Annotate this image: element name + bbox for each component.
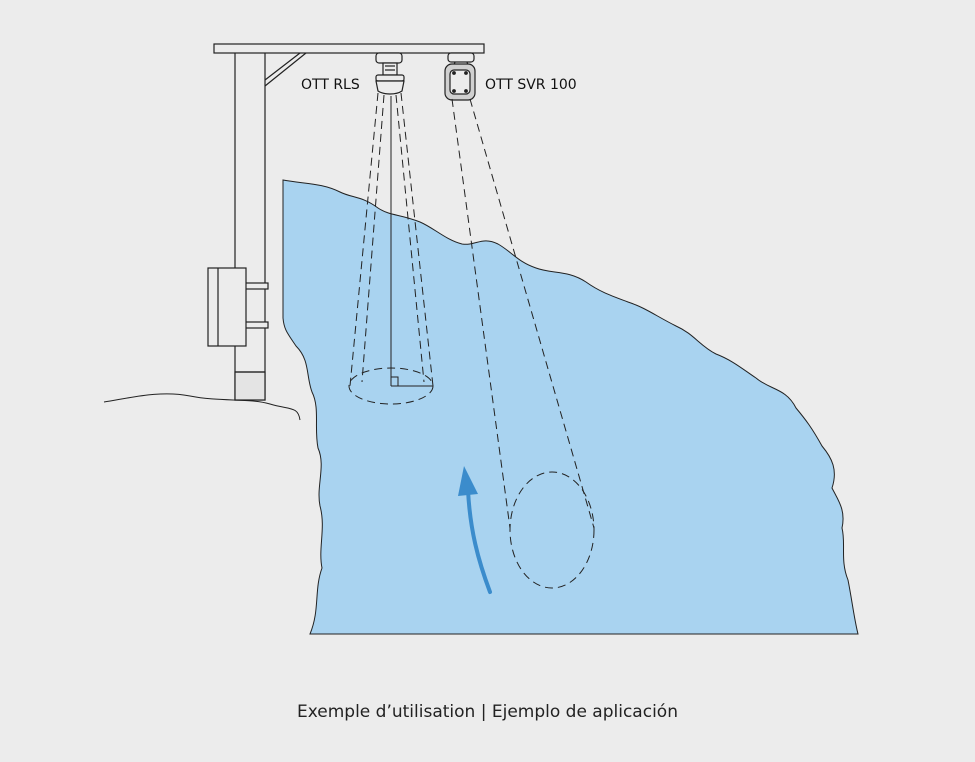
velocity-radar-icon [444, 52, 476, 101]
river-water [282, 179, 859, 635]
installation-diagram [103, 43, 859, 635]
flow-arrow-icon [458, 466, 492, 594]
cantilever-boom [213, 43, 485, 87]
svr-radar-beam [451, 98, 595, 589]
rls-sensor-label: OTT RLS [301, 77, 360, 93]
svr-sensor-label: OTT SVR 100 [485, 77, 577, 93]
figure-caption: Exemple d’utilisation | Ejemplo de aplic… [297, 702, 678, 722]
rls-measure-axis [390, 96, 433, 387]
mounting-post [231, 49, 269, 401]
radar-sensor-icon [375, 52, 405, 95]
riverbank-ground [103, 393, 301, 421]
logger-box-icon [207, 267, 247, 347]
